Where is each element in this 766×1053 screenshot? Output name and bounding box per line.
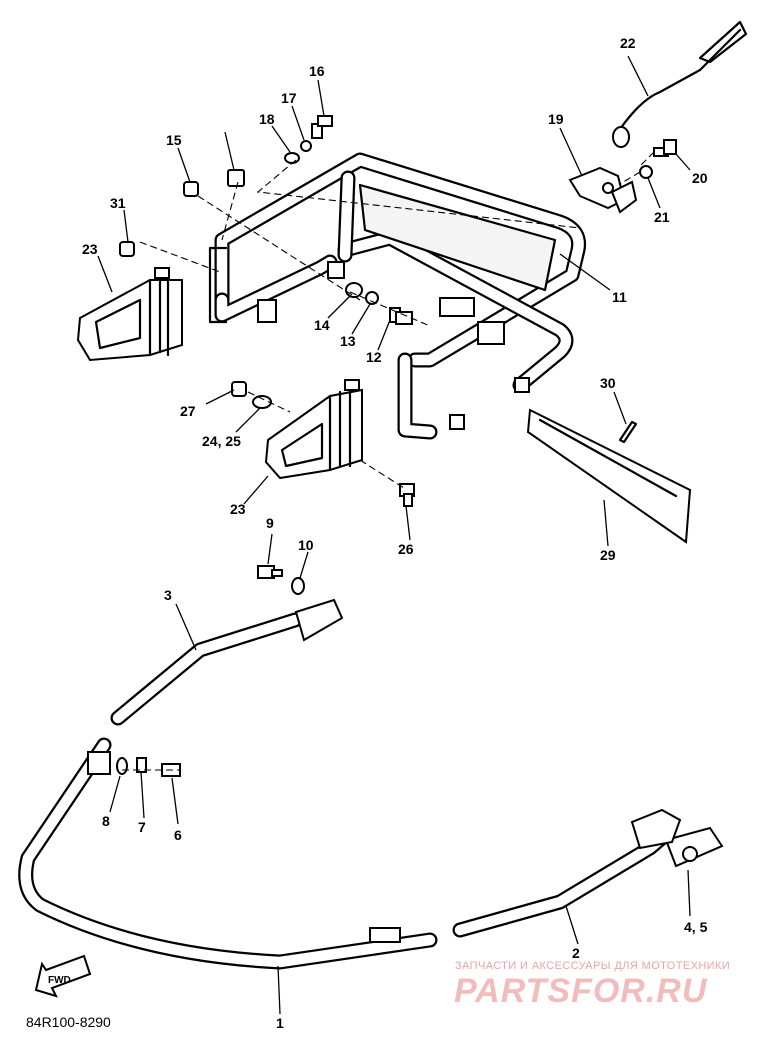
cable-assembly [612, 20, 748, 148]
callout-7: 7 [138, 819, 146, 835]
leader-lines [97, 55, 691, 1015]
callout-1: 1 [276, 1015, 284, 1031]
callout-27: 27 [180, 403, 196, 419]
callout-11: 11 [612, 289, 627, 305]
assembly-lines [122, 151, 655, 771]
callout-8: 8 [102, 813, 110, 829]
watermark-caption: ЗАПЧАСТИ И АКСЕССУАРЫ ДЛЯ МОТОТЕХНИКИ [455, 960, 731, 972]
callout-13: 13 [340, 333, 356, 349]
callout-14: 14 [314, 317, 330, 333]
callout-15: 15 [166, 132, 182, 148]
callout-24-25: 24, 25 [202, 433, 241, 449]
hardware-bolts-washers [116, 115, 724, 868]
side-cover-upper [76, 266, 183, 362]
carrier-frame [208, 152, 587, 440]
callout-23-lower: 23 [230, 501, 246, 517]
fwd-label: FWD [48, 975, 71, 986]
callout-19: 19 [548, 111, 564, 127]
callout-21: 21 [654, 209, 670, 225]
callout-10: 10 [298, 537, 314, 553]
side-cover-lower [264, 379, 363, 480]
callout-2: 2 [572, 945, 580, 961]
callout-26-lower: 26 [398, 541, 414, 557]
latch-assembly [568, 166, 638, 214]
grab-bar-2 [452, 808, 682, 938]
plate-bracket [526, 408, 692, 544]
callout-labels: 16 17 18 15 22 19 20 21 31 23 11 14 13 1… [82, 35, 708, 1031]
fwd-arrow-icon: FWD [34, 954, 92, 998]
callout-20: 20 [692, 170, 708, 186]
callout-31: 31 [110, 195, 126, 211]
callout-12: 12 [366, 349, 382, 365]
callout-17: 17 [281, 90, 297, 106]
callout-9: 9 [266, 515, 274, 531]
callout-4-5: 4, 5 [684, 919, 708, 935]
callout-29: 29 [600, 547, 616, 563]
drawing-number: 84R100-8290 [26, 1014, 111, 1030]
callout-3: 3 [164, 587, 172, 603]
grab-bar-3 [110, 598, 344, 726]
grab-bar-1 [18, 737, 438, 970]
callout-18: 18 [259, 111, 275, 127]
callout-23-upper: 23 [82, 241, 98, 257]
callout-30: 30 [600, 375, 616, 391]
callout-22: 22 [620, 35, 636, 51]
callout-6: 6 [174, 827, 182, 843]
callout-16: 16 [309, 63, 325, 79]
watermark-logo: PARTSFOR.RU [454, 972, 708, 1010]
